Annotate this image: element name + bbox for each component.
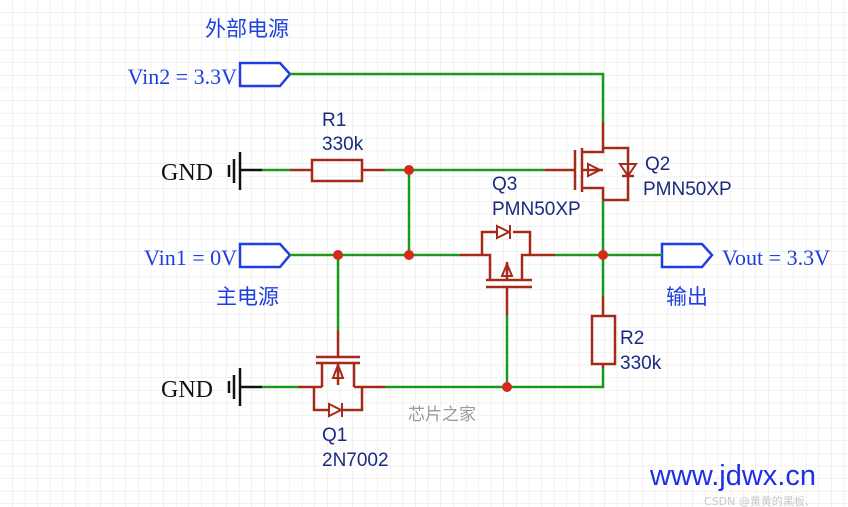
junction — [404, 165, 414, 175]
ground-symbol-bottom — [227, 368, 262, 406]
ground-symbol-top — [227, 152, 262, 190]
site-watermark: www.jdwx.cn — [649, 460, 816, 492]
vout-label: Vout = 3.3V — [722, 245, 830, 270]
chip-home-watermark: 芯片之家 — [408, 405, 476, 425]
mosfet-q3 — [460, 224, 555, 315]
junction — [598, 250, 608, 260]
junction — [333, 250, 343, 260]
vout-port — [660, 242, 714, 269]
resistor-r1 — [290, 158, 385, 183]
junction — [404, 250, 414, 260]
output-label: 输出 — [666, 285, 708, 309]
vin2-label: Vin2 = 3.3V — [128, 64, 238, 89]
q1-ref: Q1 — [322, 425, 347, 446]
q1-value: 2N7002 — [322, 450, 389, 471]
q2-value: PMN50XP — [643, 179, 732, 200]
gnd-bottom-label: GND — [161, 377, 213, 403]
r1-value: 330k — [322, 134, 364, 155]
r1-ref: R1 — [322, 110, 346, 131]
vin2-port — [238, 61, 292, 88]
csdn-watermark: CSDN @黄黄的黑板、 — [704, 494, 816, 507]
gnd-top-label: GND — [161, 160, 213, 186]
vin1-label: Vin1 = 0V — [144, 245, 237, 270]
main-power-label: 主电源 — [216, 285, 279, 309]
junction — [502, 382, 512, 392]
mosfet-q1 — [298, 330, 385, 418]
external-power-label: 外部电源 — [205, 17, 289, 41]
mosfet-q2 — [545, 122, 638, 202]
resistor-r2 — [590, 296, 617, 368]
q2-ref: Q2 — [645, 154, 670, 175]
q3-value: PMN50XP — [492, 199, 581, 220]
wires — [262, 72, 662, 389]
vin1-port — [238, 242, 292, 269]
r2-value: 330k — [620, 353, 662, 374]
r2-ref: R2 — [620, 328, 644, 349]
q3-ref: Q3 — [492, 174, 517, 195]
